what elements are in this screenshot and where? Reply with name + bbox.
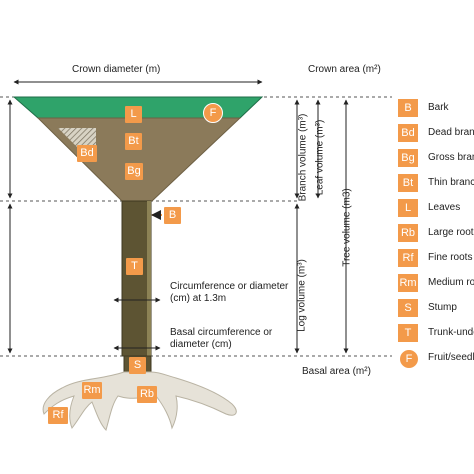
trunk (121, 200, 152, 357)
legend-thin-branch-badge: Bt (398, 174, 418, 192)
bark-badge: B (164, 207, 181, 224)
legend-thin-branch-label: Thin branch (428, 177, 474, 188)
legend-bark-badge: B (398, 99, 418, 117)
basal-label-line2: diameter (cm) (170, 339, 232, 350)
legend-trunk-badge: T (398, 324, 418, 342)
legend-fruit-badge: F (399, 349, 419, 369)
basal-label-line1: Basal circumference or (170, 327, 273, 338)
trunk-badge: T (126, 258, 143, 275)
legend-leaves-badge: L (398, 199, 418, 217)
leaves-badge: L (125, 106, 142, 123)
thin-branches-badge: Bt (125, 133, 142, 150)
crown-area-label: Crown area (m²) (308, 64, 381, 75)
legend-fruit-label: Fruit/seedl (428, 352, 474, 363)
legend-large-roots-badge: Rb (398, 224, 418, 242)
legend-bark-label: Bark (428, 102, 449, 113)
leaf-volume-label: Leaf volume (m³) (314, 119, 326, 196)
legend-fine-roots-badge: Rf (398, 249, 418, 267)
log-volume-label: Log volume (m³) (296, 259, 308, 332)
stump-badge: S (129, 357, 146, 374)
legend-dead-branch-label: Dead branc (428, 127, 474, 138)
legend-large-roots-label: Large roots (428, 227, 474, 238)
legend-stump-badge: S (398, 299, 418, 317)
circumference-label-line1: Circumference or diameter (170, 281, 289, 292)
dead-branches-badge: Bd (77, 145, 97, 162)
legend-stump-label: Stump (428, 302, 457, 313)
basal-area-label: Basal area (m²) (302, 366, 371, 377)
legend-gross-branch-badge: Bg (398, 149, 418, 167)
medium-roots-badge: Rm (82, 382, 102, 399)
fruit-badge: F (203, 103, 223, 123)
large-roots-badge: Rb (137, 386, 157, 403)
crown-diameter-label: Crown diameter (m) (72, 64, 161, 75)
bark-strip (147, 201, 151, 356)
legend-leaves-label: Leaves (428, 202, 461, 213)
gross-branches-badge: Bg (125, 163, 143, 180)
legend-medium-roots-badge: Rm (398, 274, 418, 292)
legend-dead-branch-badge: Bd (398, 124, 418, 142)
legend-gross-branch-label: Gross branc (428, 152, 474, 163)
branch-volume-label: Branch volume (m³) (297, 113, 309, 202)
circumference-label-line2: (cm) at 1.3m (170, 293, 227, 304)
legend-trunk-label: Trunk-unde (428, 327, 474, 338)
legend-medium-roots-label: Medium ro (428, 277, 474, 288)
tree-volume-label: Tree volume (m3) (341, 188, 353, 267)
fine-roots-badge: Rf (48, 407, 68, 424)
legend-fine-roots-label: Fine roots (428, 252, 473, 263)
